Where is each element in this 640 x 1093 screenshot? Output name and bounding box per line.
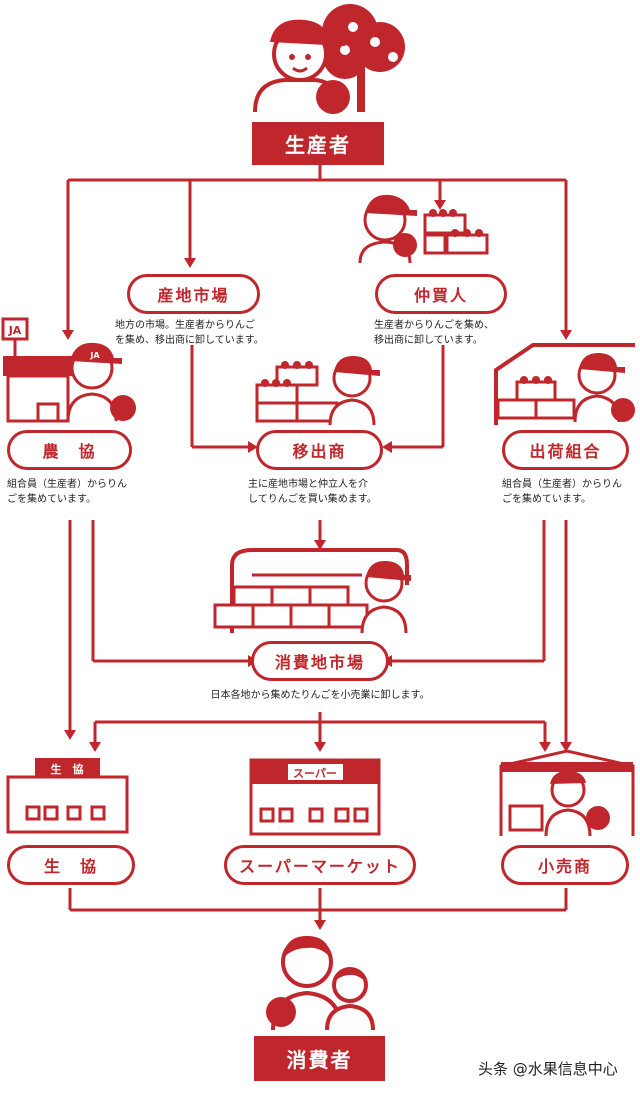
consumer-node: 消費者	[254, 1036, 385, 1081]
broker-icon	[358, 194, 489, 263]
supermarket-icon: スーパー	[249, 758, 381, 836]
shipping-union-node: 出荷組合	[502, 430, 629, 470]
shipping-union-icon	[494, 343, 635, 425]
consumer-market-description: 日本各地から集めたりんごを小売業に卸します。	[210, 690, 430, 701]
shipper-description: 主に産地市場と仲立人を介 してりんごを買い集めます。	[248, 479, 377, 505]
coop-sign-text: 生 協	[51, 762, 84, 776]
local-market-description: 地方の市場。生産者からりんご を集め、移出商に卸しています。	[115, 320, 264, 346]
consumer-market-icon	[213, 548, 411, 634]
broker-description: 生産者からりんごを集め、 移出商に卸しています。	[374, 320, 494, 346]
shipper-icon	[255, 355, 380, 425]
coop-store-icon: 生 協	[6, 758, 129, 834]
farmer-icon	[253, 4, 405, 114]
supermarket-node: スーパーマーケット	[224, 845, 416, 885]
ja-description: 組合員（生産者）からりん ごを集めています。	[7, 479, 127, 505]
consumer-family-icon	[266, 936, 375, 1030]
retailer-node: 小売商	[501, 845, 629, 885]
watermark: 头条 @水果信息中心	[478, 1060, 618, 1078]
ja-cap-text: JA	[89, 351, 100, 360]
consumer-market-node: 消費地市場	[251, 641, 389, 681]
shipper-node: 移出商	[256, 430, 383, 470]
ja-node: 農 協	[7, 430, 132, 470]
ja-sign-text: JA	[8, 324, 22, 337]
shipping-union-description: 組合員（生産者）からりん ごを集めています。	[502, 479, 622, 505]
retailer-icon	[499, 749, 635, 837]
broker-node: 仲買人	[375, 274, 507, 314]
producer-node: 生産者	[252, 122, 384, 165]
local-market-node: 産地市場	[127, 274, 260, 314]
ja-building-icon: JA JA	[1, 317, 136, 423]
coop-node: 生 協	[7, 845, 135, 885]
supermarket-sign-text: スーパー	[293, 767, 337, 780]
